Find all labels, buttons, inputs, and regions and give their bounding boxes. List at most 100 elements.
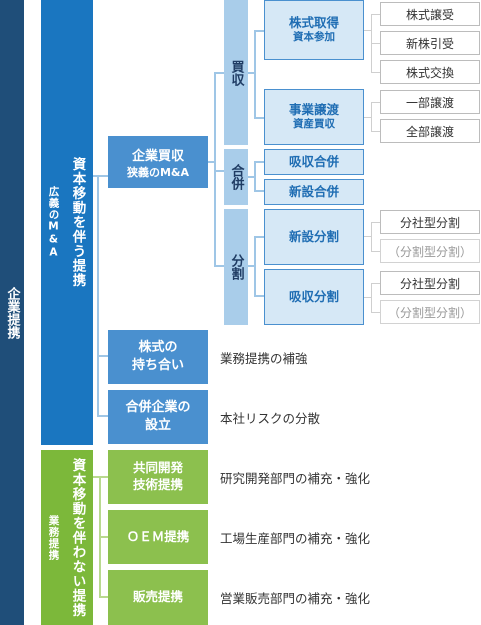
node-sales-alliance: 販売提携 (108, 570, 208, 625)
node-label: 持ち合い (131, 358, 184, 373)
group-b-main-label: 資本移動を伴わない提携 (69, 457, 86, 618)
node-label: 販売提携 (132, 589, 183, 605)
desc-sales-alliance: 営業販売部門の補充・強化 (220, 570, 478, 625)
node-label: ＯＥＭ提携 (126, 528, 190, 544)
connector (248, 265, 256, 267)
root-label: 企業提携 (4, 286, 20, 339)
connector (371, 312, 380, 313)
connector (214, 72, 216, 267)
connector (248, 72, 256, 74)
node-joint-venture: 合併企業の 設立 (108, 390, 208, 444)
leaf-label: 新株引受 (405, 36, 454, 51)
method-absorption-split: 吸収分割 (264, 269, 364, 325)
node-label: 設立 (144, 418, 171, 433)
group-a-sub-label: 広義のM&A (47, 185, 60, 260)
connector (248, 176, 256, 178)
description-text: 工場生産部門の補充・強化 (220, 530, 371, 546)
connector (99, 596, 108, 598)
description-text: 研究開発部門の補充・強化 (220, 470, 371, 486)
leaf-spin-off-split-2: 分社型分割 (380, 271, 480, 295)
leaf-share-transfer: 株式譲受 (380, 2, 480, 26)
connector (364, 236, 372, 237)
desc-joint-development: 研究開発部門の補充・強化 (220, 450, 478, 504)
connector (214, 265, 224, 267)
leaf-spin-off-split: 分社型分割 (380, 210, 480, 234)
business-transfer-title: 事業譲渡 (288, 102, 339, 118)
method-consolidation-merger: 新設合併 (264, 179, 364, 205)
connector (371, 72, 380, 73)
connector (371, 251, 380, 252)
absorption-split-label: 吸収分割 (288, 288, 339, 304)
node-joint-development: 共同開発 技術提携 (108, 450, 208, 504)
connector (97, 175, 99, 415)
method-incorporation-split: 新設分割 (264, 209, 364, 265)
business-transfer-subtitle: 資産買収 (293, 118, 335, 131)
method-business-transfer: 事業譲渡 資産買収 (264, 89, 364, 145)
leaf-label: 株式交換 (405, 65, 454, 80)
leaf-label: （分割型分割） (387, 305, 472, 320)
connector (97, 355, 108, 357)
leaf-label: 分社型分割 (399, 276, 460, 291)
description-text: 営業販売部門の補充・強化 (220, 591, 371, 606)
connector (371, 102, 372, 132)
leaf-share-exchange: 株式交換 (380, 60, 480, 84)
category-split: 分割 (224, 209, 248, 325)
leaf-new-share-subscription: 新株引受 (380, 31, 480, 55)
group-capital-movement: 資本移動を伴う提携 広義のM&A (41, 0, 93, 445)
category-merge-label: 合併 (228, 164, 244, 190)
leaf-label: 全部譲渡 (405, 124, 454, 139)
connector (371, 43, 380, 44)
method-absorption-merger: 吸収合併 (264, 149, 364, 175)
connector (371, 222, 372, 252)
connector (254, 295, 264, 297)
category-merge: 合併 (224, 149, 248, 205)
stock-acquisition-title: 株式取得 (288, 15, 339, 31)
connector (371, 102, 380, 103)
acquisition-subtitle: 狭義のM&A (126, 165, 190, 179)
leaf-split-off-split: （分割型分割） (380, 239, 480, 263)
desc-cross-shareholding: 業務提携の補強 (220, 330, 470, 384)
leaf-label: 一部譲渡 (405, 95, 454, 110)
connector (208, 161, 216, 163)
category-split-label: 分割 (228, 254, 244, 280)
node-oem-alliance: ＯＥＭ提携 (108, 510, 208, 564)
acquisition-title: 企業買収 (131, 148, 184, 164)
group-a-main-label: 資本移動を伴う提携 (69, 157, 86, 288)
leaf-label: 分社型分割 (399, 215, 460, 230)
leaf-full-transfer: 全部譲渡 (380, 119, 480, 143)
connector (364, 117, 372, 118)
category-buy: 買収 (224, 0, 248, 145)
connector (364, 297, 372, 298)
consolidation-merger-label: 新設合併 (288, 183, 339, 199)
connector (254, 30, 256, 119)
connector (93, 175, 108, 177)
desc-joint-venture: 本社リスクの分散 (220, 390, 470, 444)
node-acquisition: 企業買収 狭義のM&A (108, 136, 208, 188)
connector (254, 161, 264, 163)
leaf-label: 株式譲受 (405, 7, 454, 22)
category-buy-label: 買収 (228, 59, 244, 86)
connector (254, 236, 256, 297)
connector (254, 236, 264, 238)
connector (254, 161, 256, 192)
method-stock-acquisition: 株式取得 資本参加 (264, 0, 364, 60)
node-label: 技術提携 (132, 477, 183, 492)
connector (99, 536, 108, 538)
connector (371, 283, 380, 284)
connector (254, 117, 264, 119)
connector (214, 170, 224, 172)
leaf-partial-transfer: 一部譲渡 (380, 90, 480, 114)
desc-oem-alliance: 工場生産部門の補充・強化 (220, 510, 478, 564)
leaf-split-off-split-2: （分割型分割） (380, 300, 480, 324)
group-no-capital-movement: 資本移動を伴わない提携 業務提携 (41, 450, 93, 625)
connector (371, 14, 380, 15)
connector (371, 222, 380, 223)
description-text: 本社リスクの分散 (220, 410, 321, 426)
node-label: 合併企業の (125, 400, 191, 416)
incorporation-split-label: 新設分割 (288, 228, 339, 244)
connector (97, 415, 108, 417)
leaf-label: （分割型分割） (387, 244, 472, 259)
node-cross-shareholding: 株式の 持ち合い (108, 330, 208, 384)
connector (254, 190, 264, 192)
stock-acquisition-subtitle: 資本参加 (293, 31, 335, 44)
